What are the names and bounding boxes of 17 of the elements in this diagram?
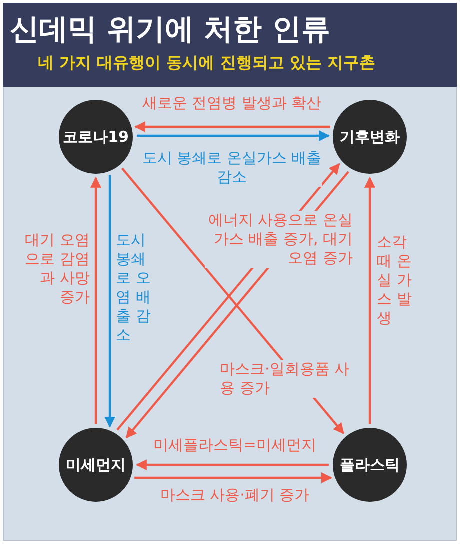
title: 신데믹 위기에 처한 인류 [10,11,330,48]
edge-label: 에너지 사용으로 온실가스 배출 증가, 대기오염 증가 [205,211,353,268]
arrow [90,176,102,424]
node-label: 기후변화 [340,128,400,146]
edge-label: 도시 봉쇄로 온실가스 배출 감소 [142,149,322,187]
arrow [134,472,332,484]
edge-label: 마스크·일회용품 사용 증가 [220,360,350,398]
node-label: 플라스틱 [340,456,400,474]
subtitle: 네 가지 대유행이 동시에 진행되고 있는 지구촌 [38,52,376,74]
arrow [137,130,330,142]
node-label: 코로나19 [63,128,129,146]
node-label: 미세먼지 [66,456,126,474]
edge-label: 대기 오염으로 감염과 사망 증가 [24,231,90,307]
arrow [136,460,329,470]
arrow [134,122,330,132]
arrow [104,175,116,428]
arrow [364,176,376,424]
